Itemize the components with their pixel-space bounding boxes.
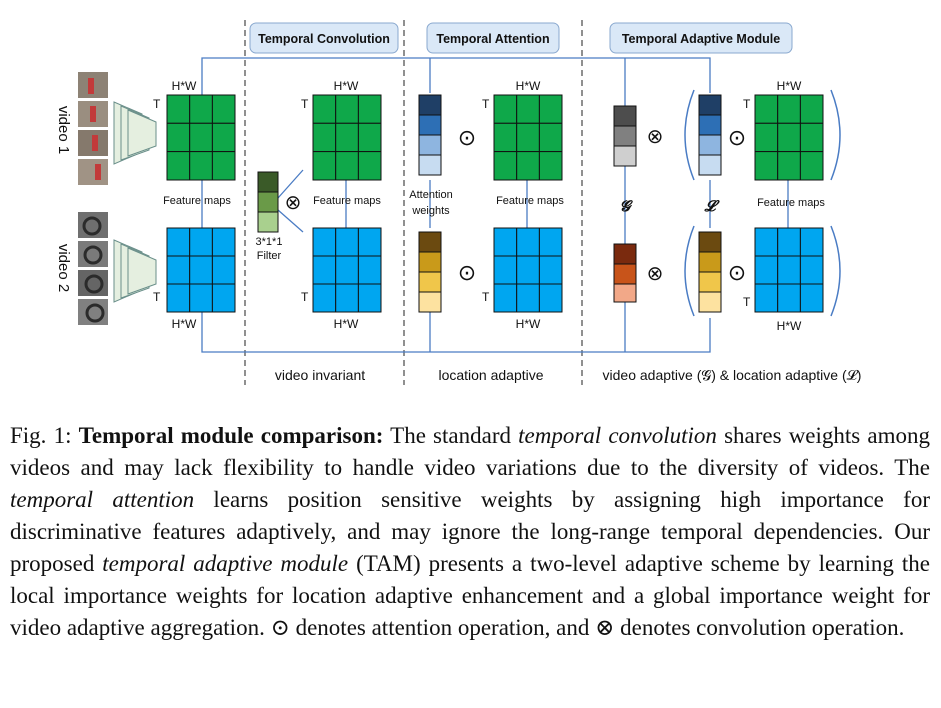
conv-otimes-symbol: ⊗ xyxy=(285,192,302,214)
backbone-encoder-1 xyxy=(113,101,157,165)
dimension-labels: H*W T T H*W H*W T T H*W H*W T T H*W H*W … xyxy=(153,79,802,333)
feature-maps-labels: Feature maps Feature maps Feature maps F… xyxy=(163,195,825,209)
feature-maps-label: Feature maps xyxy=(496,195,564,207)
hw-label: H*W xyxy=(777,79,802,93)
t-label: T xyxy=(482,97,490,111)
caption-prefix: Fig. 1: xyxy=(10,423,79,448)
t-label: T xyxy=(153,290,161,304)
attention-weights-label: Attention xyxy=(409,189,452,201)
caption-text: The standard xyxy=(383,423,519,448)
feature-grid-v2-conv xyxy=(312,227,382,313)
feature-maps-label: Feature maps xyxy=(757,197,825,209)
header-conv-label: Temporal Convolution xyxy=(258,32,390,46)
feature-maps-label: Feature maps xyxy=(313,195,381,207)
feature-grid-v2-input xyxy=(166,227,236,313)
feature-grid-v1-input xyxy=(166,94,236,181)
header-conv-box xyxy=(249,22,399,54)
global-kernel-v2 xyxy=(613,243,637,303)
hw-label: H*W xyxy=(334,79,359,93)
tam-odot-symbol: ⊙ xyxy=(728,260,746,285)
header-tam-label: Temporal Adaptive Module xyxy=(622,32,780,46)
bottom-label-tam: video adaptive (𝓖) & location adaptive (… xyxy=(603,367,862,383)
video-1-frames xyxy=(78,72,108,185)
feature-grid-v2-attn xyxy=(493,227,563,313)
header-attn-box xyxy=(426,22,560,54)
caption-emphasis: temporal convolution xyxy=(518,423,717,448)
tam-parentheses xyxy=(684,89,841,317)
t-label: T xyxy=(301,290,309,304)
global-kernel-v1 xyxy=(613,105,637,167)
hw-label: H*W xyxy=(516,317,541,331)
t-label: T xyxy=(482,290,490,304)
bottom-label-attn: location adaptive xyxy=(438,367,543,383)
caption-title: Temporal module comparison: xyxy=(78,423,384,448)
hw-label: H*W xyxy=(334,317,359,331)
hw-label: H*W xyxy=(516,79,541,93)
video-1-label: video 1 xyxy=(55,106,72,154)
attention-weights-v1 xyxy=(418,94,442,176)
hw-label: H*W xyxy=(777,319,802,333)
backbone-encoder-2 xyxy=(113,239,157,303)
attn-odot-symbol: ⊙ xyxy=(458,125,476,150)
filter-label: Filter xyxy=(257,250,282,262)
caption-emphasis: temporal adaptive module xyxy=(102,551,349,576)
feature-grid-v1-attn xyxy=(493,94,563,181)
tam-otimes-symbol: ⊗ xyxy=(647,126,664,148)
t-label: T xyxy=(743,295,751,309)
t-label: T xyxy=(301,97,309,111)
video-2-frames xyxy=(78,212,108,325)
local-weights-v2 xyxy=(698,231,722,313)
feature-grid-v2-tam xyxy=(754,227,824,313)
caption-emphasis: temporal attention xyxy=(10,487,195,512)
l-symbol-label: 𝓛 xyxy=(704,198,721,215)
feature-grid-v1-tam xyxy=(754,94,824,181)
filter-size-label: 3*1*1 xyxy=(256,236,283,248)
attn-odot-symbol: ⊙ xyxy=(458,260,476,285)
feature-grid-v1-conv xyxy=(312,94,382,181)
section-dividers xyxy=(244,20,583,385)
hw-label: H*W xyxy=(172,79,197,93)
tam-otimes-symbol: ⊗ xyxy=(647,263,664,285)
attention-weights-label: weights xyxy=(411,205,450,217)
figure-caption: Fig. 1: Temporal module comparison: The … xyxy=(10,420,930,644)
local-weights-v1 xyxy=(698,94,722,176)
caption-text: shares weights among videos and may lack… xyxy=(10,423,930,480)
g-symbol-label: 𝓖 xyxy=(620,198,634,215)
caption-text: learns position sensitive weights by ass… xyxy=(10,487,930,576)
feature-maps-label: Feature maps xyxy=(163,195,231,207)
header-attn-label: Temporal Attention xyxy=(436,32,549,46)
video-2-label: video 2 xyxy=(55,244,72,292)
hw-label: H*W xyxy=(172,317,197,331)
bottom-label-conv: video invariant xyxy=(275,367,365,383)
attention-weights-v2 xyxy=(418,231,442,313)
temporal-filter xyxy=(257,171,279,233)
module-comparison-diagram: Temporal Convolution Temporal Attention … xyxy=(55,20,862,385)
t-label: T xyxy=(153,97,161,111)
t-label: T xyxy=(743,97,751,111)
tam-odot-symbol: ⊙ xyxy=(728,125,746,150)
caption-text: (TAM) presents a two-level adaptive sche… xyxy=(10,551,930,640)
connector-lines xyxy=(201,57,789,353)
header-tam-box xyxy=(609,22,793,54)
